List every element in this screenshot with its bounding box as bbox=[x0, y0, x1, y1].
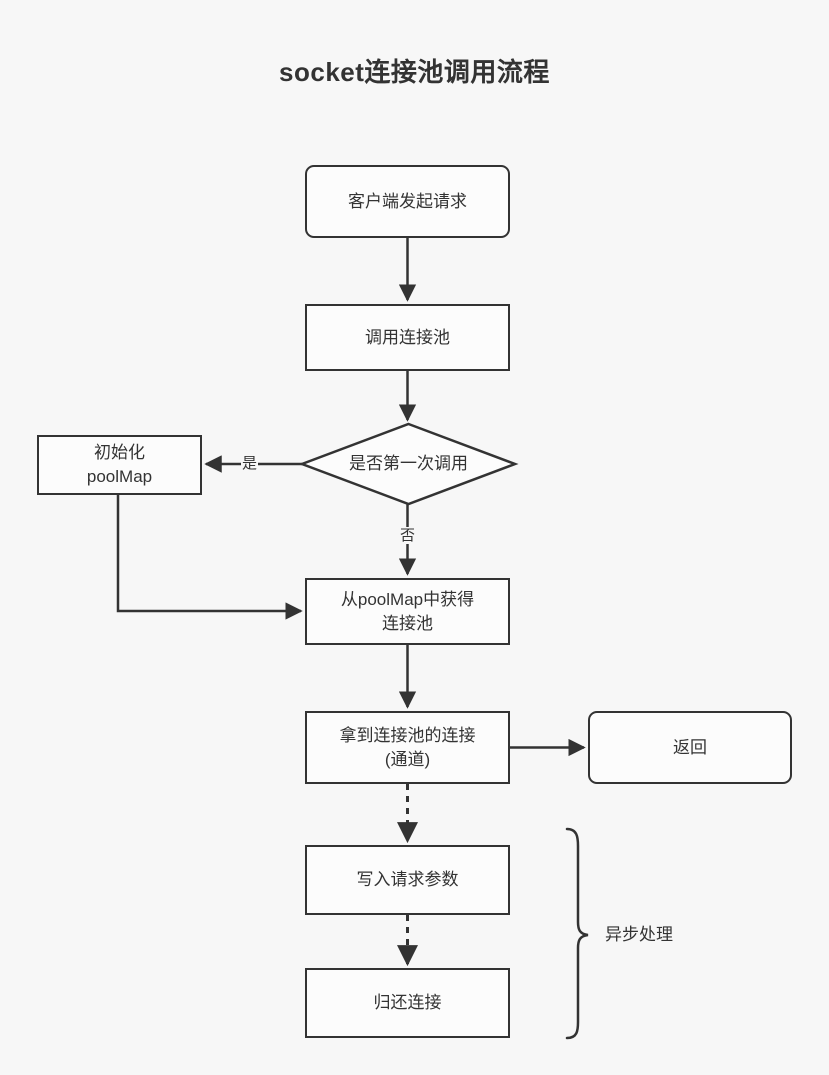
edge-init-poolmap-to-get-from-poolmap bbox=[116, 495, 303, 620]
page-title: socket连接池调用流程 bbox=[279, 57, 550, 87]
node-client-request[interactable]: 客户端发起请求 bbox=[305, 165, 510, 238]
async-group-brace bbox=[565, 827, 589, 1040]
async-group-label: 异步处理 bbox=[605, 925, 673, 944]
node-call-pool[interactable]: 调用连接池 bbox=[305, 304, 510, 371]
node-return[interactable]: 返回 bbox=[588, 711, 792, 784]
decision-diamond-first-call bbox=[298, 422, 519, 506]
node-return-conn[interactable]: 归还连接 bbox=[305, 968, 510, 1038]
node-get-from-poolmap[interactable]: 从poolMap中获得 连接池 bbox=[305, 578, 510, 645]
edge-label-no: 否 bbox=[399, 527, 417, 544]
edge-label-yes: 是 bbox=[241, 455, 259, 472]
node-init-poolmap[interactable]: 初始化 poolMap bbox=[37, 435, 202, 495]
node-write-params[interactable]: 写入请求参数 bbox=[305, 845, 510, 915]
node-get-connection[interactable]: 拿到连接池的连接 (通道) bbox=[305, 711, 510, 784]
